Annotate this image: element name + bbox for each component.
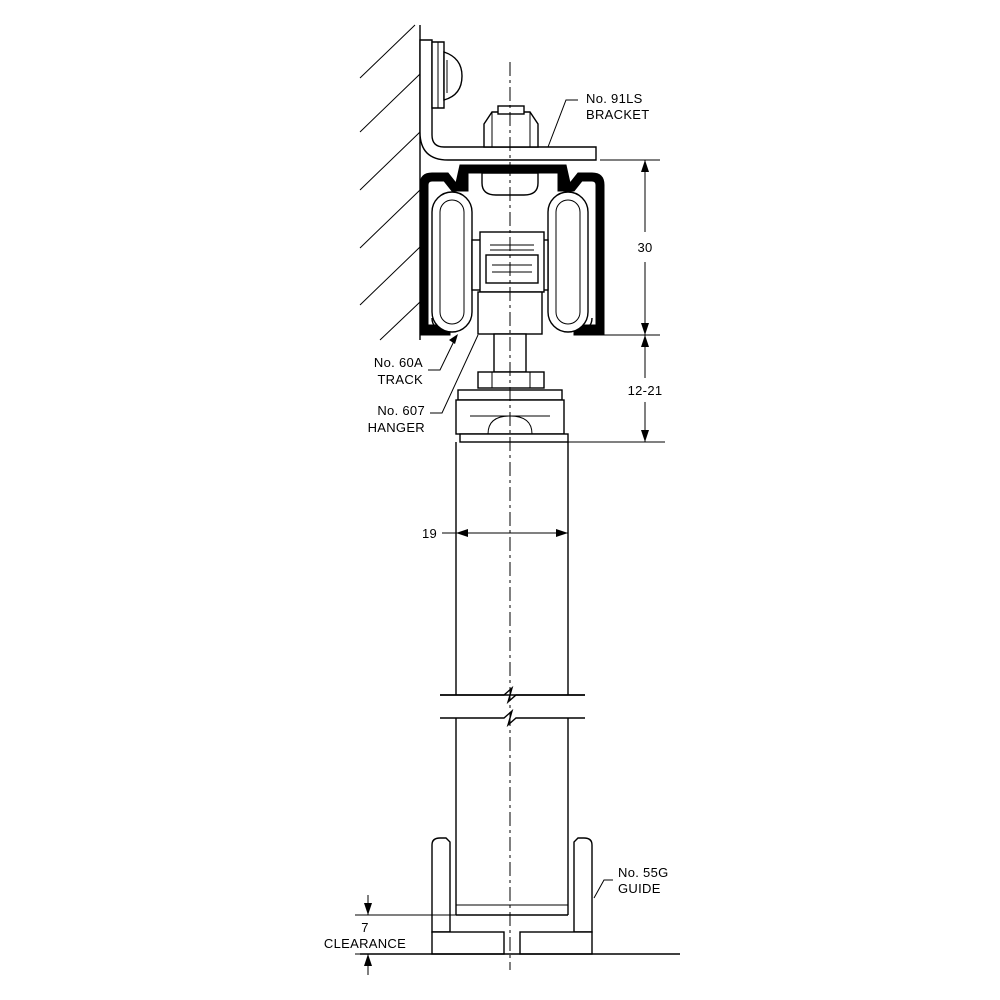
dim-clearance-value: 7 bbox=[361, 920, 369, 935]
hanger-label-line1: No. 607 bbox=[377, 403, 425, 418]
dim-clearance-label: CLEARANCE bbox=[324, 936, 406, 951]
leader-bracket bbox=[547, 99, 578, 148]
dim-hanger-adjust-text: 12-21 bbox=[628, 383, 663, 398]
track-label-line2: TRACK bbox=[377, 372, 423, 387]
leader-track bbox=[428, 334, 458, 371]
bracket-label-line1: No. 91LS bbox=[586, 91, 643, 106]
bracket bbox=[419, 39, 597, 161]
dimension-door-thickness bbox=[442, 529, 568, 537]
dimension-clearance bbox=[355, 895, 456, 975]
dimension-hanger-adjust bbox=[568, 335, 665, 443]
dim-track-height-text: 30 bbox=[637, 240, 652, 255]
hanger-label-line2: HANGER bbox=[368, 420, 425, 435]
leader-guide bbox=[593, 879, 613, 899]
wall bbox=[359, 24, 421, 341]
guide-label-line1: No. 55G bbox=[618, 865, 669, 880]
guide bbox=[431, 837, 593, 955]
hanger bbox=[431, 172, 589, 443]
dimension-track-height bbox=[600, 159, 660, 336]
leader-hanger bbox=[430, 334, 479, 414]
dim-door-thickness-text: 19 bbox=[422, 526, 437, 541]
door bbox=[440, 442, 585, 916]
track-label-line1: No. 60A bbox=[374, 355, 423, 370]
guide-label-line2: GUIDE bbox=[618, 881, 661, 896]
bracket-label-line2: BRACKET bbox=[586, 107, 650, 122]
